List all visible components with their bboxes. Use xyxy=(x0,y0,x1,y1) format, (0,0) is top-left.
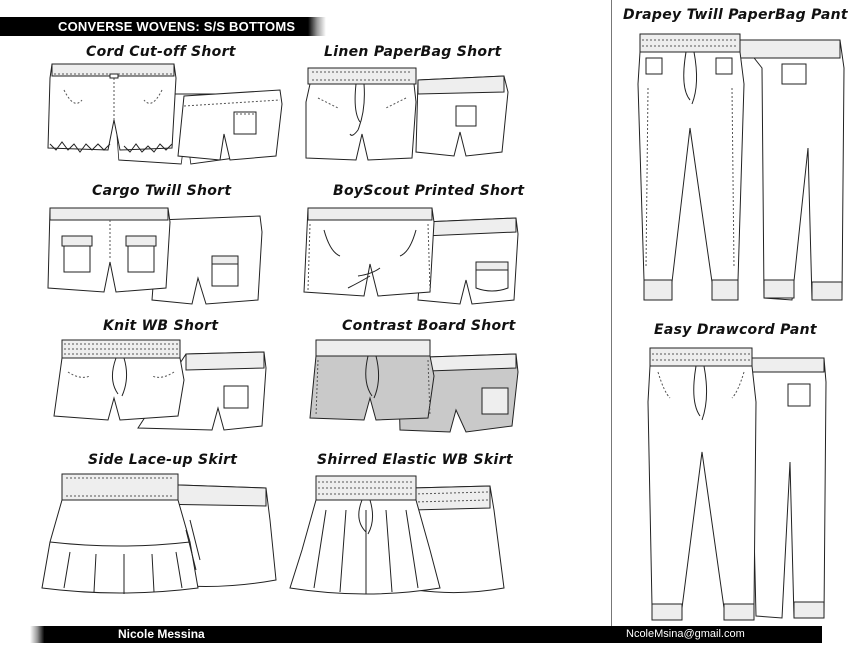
knit-wb-short-sketch xyxy=(53,339,267,431)
designer-email[interactable]: NcoleMsina@gmail.com xyxy=(626,628,745,640)
style-label-boyscout-printed-short: BoyScout Printed Short xyxy=(333,183,525,199)
footer-brush-stroke xyxy=(30,626,54,643)
style-label-knit-wb-short: Knit WB Short xyxy=(103,318,219,334)
style-label-side-laceup-skirt: Side Lace-up Skirt xyxy=(88,452,238,468)
boyscout-printed-short-sketch xyxy=(303,207,519,305)
easy-drawcord-pant-sketch xyxy=(647,347,827,621)
footer-bar xyxy=(30,626,822,643)
shirred-elastic-wb-skirt-sketch xyxy=(289,475,505,595)
style-label-shirred-elastic-wb-skirt: Shirred Elastic WB Skirt xyxy=(317,452,513,468)
cargo-twill-short-sketch xyxy=(47,207,263,305)
header-brush-stroke xyxy=(296,17,326,36)
page-title: CONVERSE WOVENS: S/S BOTTOMS xyxy=(58,19,296,34)
header-bar xyxy=(0,17,326,36)
side-laceup-skirt-sketch xyxy=(41,473,277,594)
contrast-board-short-sketch xyxy=(309,339,519,433)
style-label-easy-drawcord-pant: Easy Drawcord Pant xyxy=(654,322,817,338)
drapey-twill-paperbag-pant-sketch xyxy=(637,33,845,301)
style-label-drapey-twill-paperbag-pant: Drapey Twill PaperBag Pant xyxy=(623,7,848,23)
designer-name: Nicole Messina xyxy=(118,627,205,641)
linen-paperbag-short-sketch xyxy=(305,67,509,161)
column-divider xyxy=(611,0,612,626)
style-label-cargo-twill-short: Cargo Twill Short xyxy=(92,183,232,199)
cord-cutoff-short-sketch xyxy=(47,63,283,165)
style-label-cord-cutoff-short: Cord Cut-off Short xyxy=(86,44,236,60)
style-label-contrast-board-short: Contrast Board Short xyxy=(342,318,516,334)
style-label-linen-paperbag-short: Linen PaperBag Short xyxy=(324,44,502,60)
